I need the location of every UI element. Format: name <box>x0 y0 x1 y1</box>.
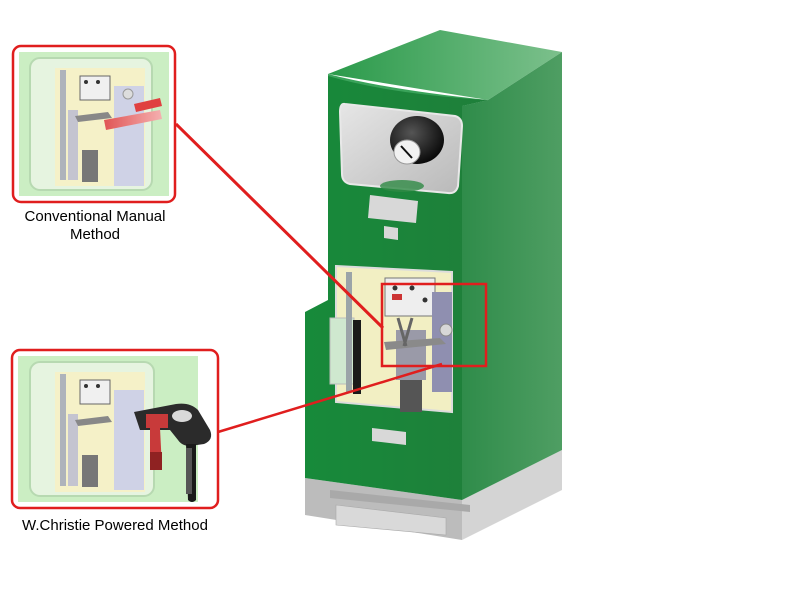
cabinet-base <box>305 450 562 540</box>
front-slot-upper <box>368 195 418 223</box>
cabinet-top <box>328 30 562 100</box>
caption-conventional-manual-method: Conventional Manual Method <box>10 208 180 244</box>
pillar-cabinet <box>305 30 562 540</box>
power-drill-icon <box>134 403 212 502</box>
front-slot-small <box>384 226 398 240</box>
red-lever-arrow-icon <box>104 98 162 130</box>
caption-manual-line1: Conventional Manual <box>24 208 166 225</box>
inset-manual-method <box>11 44 177 204</box>
caption-powered-method: W.Christie Powered Method <box>4 517 226 535</box>
inset-powered-method <box>10 348 220 510</box>
caption-powered-text: W.Christie Powered Method <box>22 517 208 534</box>
caption-manual-line2: Method <box>69 226 121 243</box>
rotary-knob-icon <box>390 116 444 165</box>
cutaway-window <box>329 264 453 414</box>
cabinet-side <box>462 52 562 500</box>
front-slot-lower <box>372 428 406 445</box>
callout-line-powered <box>217 362 443 434</box>
callout-line-manual <box>174 122 385 330</box>
